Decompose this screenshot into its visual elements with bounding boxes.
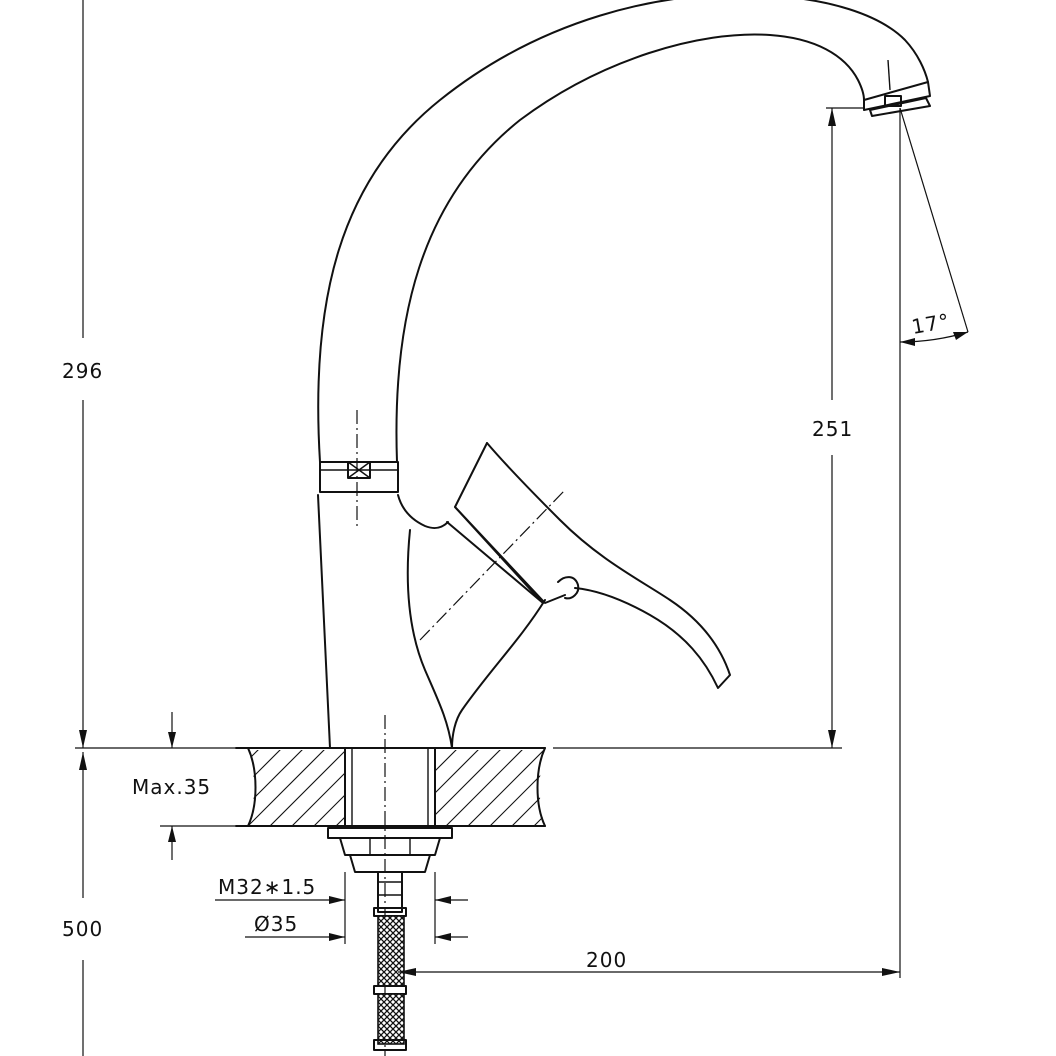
hatch-line	[248, 750, 305, 826]
slab-hatching	[248, 748, 700, 826]
hatch-line	[379, 750, 459, 826]
hatch-line	[248, 750, 327, 826]
label-swivel-angle: 17°	[910, 309, 952, 339]
spout-outer-curve	[317, 0, 929, 463]
hatch-line	[445, 750, 525, 826]
hatch-line	[423, 750, 503, 826]
spout-inner-curve	[395, 33, 865, 463]
hatch-line	[600, 748, 678, 826]
hatch-line	[511, 750, 545, 826]
dimension-lines	[75, 0, 969, 1056]
label-thread: M32∗1.5	[218, 875, 316, 899]
label-spout-reach: 200	[586, 948, 627, 972]
lever-handle	[419, 442, 731, 689]
hatch-line	[313, 750, 393, 826]
hatch-line	[248, 750, 283, 826]
hatch-line	[291, 750, 371, 826]
label-max-thickness: Max.35	[132, 775, 211, 799]
hatch-line	[335, 750, 415, 826]
hatch-line	[556, 748, 634, 826]
hatch-line	[269, 750, 349, 826]
label-hose-length: 500	[62, 917, 103, 941]
hatch-line	[401, 750, 481, 826]
label-spout-height: 251	[812, 417, 853, 441]
hatch-line	[357, 750, 437, 826]
hatch-line	[489, 750, 545, 826]
label-diameter: Ø35	[254, 912, 298, 936]
supply-hose	[373, 871, 407, 1051]
hatch-line	[467, 750, 545, 826]
countertop-slab	[235, 747, 700, 827]
label-total-height: 296	[62, 359, 103, 383]
hatch-line	[578, 748, 656, 826]
hatch-line	[533, 750, 545, 826]
faucet-body	[317, 0, 931, 1056]
hatch-line	[622, 748, 700, 826]
